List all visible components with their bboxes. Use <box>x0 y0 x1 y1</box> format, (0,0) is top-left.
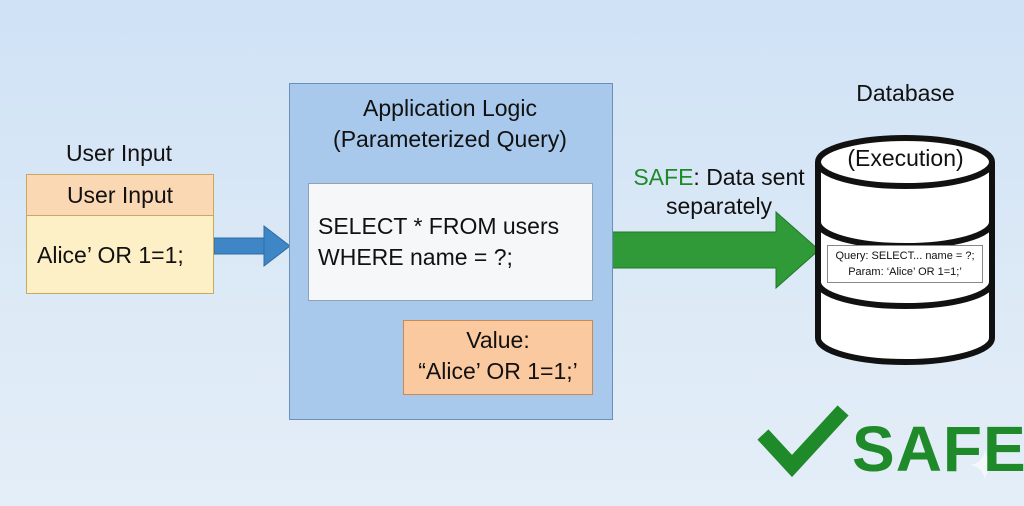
execution-label: (Execution) <box>847 145 964 171</box>
checkmark-icon <box>757 405 849 478</box>
db-query-line: Query: SELECT... name = ?; <box>835 250 975 262</box>
query-text: SELECT * FROM users WHERE name = ?; <box>318 211 559 273</box>
safe-transfer-label: SAFE: Data sent separately <box>614 163 824 221</box>
safe-badge-text: SAFE <box>852 413 1024 485</box>
db-param-line: Param: ‘Alice’ OR 1=1;’ <box>848 266 962 278</box>
user-input-header: User Input <box>27 175 213 216</box>
safe-transfer-arrow <box>610 210 820 290</box>
database-query-card: Query: SELECT... name = ?; Param: ‘Alice… <box>827 245 983 283</box>
database-caption: Database <box>856 80 955 106</box>
value-label: Value: <box>466 327 530 353</box>
user-input-value: Alice’ OR 1=1; <box>37 242 184 268</box>
safe-label-line2: separately <box>665 193 773 219</box>
user-input-caption: User Input <box>65 140 173 166</box>
user-input-box: User Input Alice’ OR 1=1; <box>26 174 214 294</box>
sparkle-icon <box>970 450 1000 480</box>
safe-label-rest: : Data sent <box>693 164 805 190</box>
safe-word: SAFE <box>633 164 694 190</box>
app-title-line1: Application Logic <box>363 95 537 121</box>
application-logic-title: Application Logic (Parameterized Query) <box>289 93 611 155</box>
value-box <box>403 320 593 395</box>
value-content: “Alice’ OR 1=1;’ <box>418 358 578 384</box>
input-arrow <box>213 224 291 268</box>
query-line2: WHERE name = ?; <box>318 244 513 270</box>
value-text: Value: “Alice’ OR 1=1;’ <box>403 325 593 387</box>
query-line1: SELECT * FROM users <box>318 213 560 239</box>
app-title-line2: (Parameterized Query) <box>333 126 567 152</box>
query-box <box>308 183 593 301</box>
